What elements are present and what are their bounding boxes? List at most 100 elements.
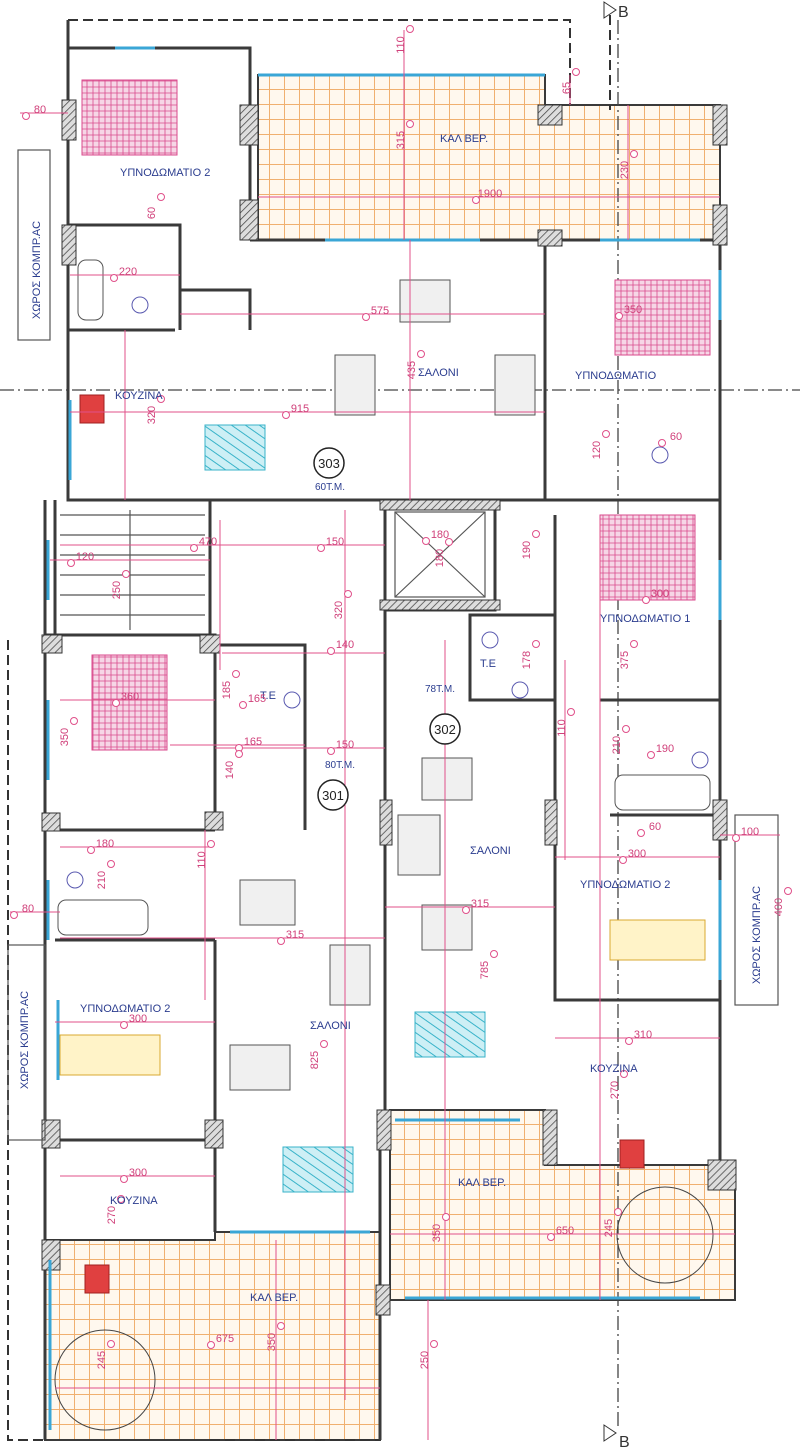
toilet (691, 751, 709, 769)
section-marker-label: B (618, 4, 629, 21)
dimension-label: 350 (431, 1224, 443, 1242)
dimension-marker (70, 717, 78, 725)
dining-table (282, 1146, 354, 1193)
dimension-marker (619, 856, 627, 864)
windows (46, 46, 722, 1430)
dimension-label: 150 (326, 536, 344, 548)
dimension-label: 65 (561, 82, 573, 94)
section-marker-label: B (619, 1434, 630, 1451)
bathtub (77, 259, 104, 321)
dimension-label: 210 (611, 736, 623, 754)
room-labels: ΥΠΝΟΔΩΜΑΤΙΟ 2 ΚΑΛ ΒΕΡ. ΧΩΡΟΣ ΚΟΜΠΡ.AC ΣΑΛΟΝ… (19, 133, 763, 1304)
dimension-marker (277, 1322, 285, 1330)
dimension-label: 785 (479, 961, 491, 979)
dimension-label: 250 (111, 581, 123, 599)
dimension-label: 320 (333, 601, 345, 619)
dimension-marker (406, 120, 414, 128)
room-label: ΣΑΛΟΝΙ (418, 367, 459, 379)
dimension-marker (572, 68, 580, 76)
dimension-label: 180 (431, 529, 449, 541)
dimension-marker (622, 725, 630, 733)
room-label: ΚΑΛ ΒΕΡ. (458, 1177, 506, 1189)
single-bed (609, 919, 706, 961)
dimension-marker (327, 647, 335, 655)
dimension-marker (472, 196, 480, 204)
dimension-marker (547, 1233, 555, 1241)
section-marker-bottom: B (603, 1424, 630, 1451)
dimension-label: 320 (146, 406, 158, 424)
unit-area: 78Τ.Μ. (425, 684, 455, 695)
dimension-label: 825 (309, 1051, 321, 1069)
dimension-marker (490, 950, 498, 958)
toilet (131, 296, 149, 314)
dimension-marker (462, 906, 470, 914)
ac-space-left (7, 944, 46, 1141)
dimension-marker (567, 708, 575, 716)
room-label: ΧΩΡΟΣ ΚΟΜΠΡ.AC (19, 991, 31, 1089)
unit-number-circle (313, 447, 345, 479)
bed (599, 514, 696, 601)
dimension-label: 245 (603, 1219, 615, 1237)
unit-number-circle (429, 713, 461, 745)
unit-number-circle (317, 779, 349, 811)
balcony-bottom-right (389, 1109, 736, 1301)
dimension-marker (120, 1021, 128, 1029)
dimension-marker (122, 570, 130, 578)
dimension-label: 80 (34, 104, 46, 116)
dimension-label: 400 (773, 898, 785, 916)
dimension-marker (235, 750, 243, 758)
dimension-marker (532, 640, 540, 648)
dimension-marker (445, 538, 453, 546)
dimension-label: 140 (336, 639, 354, 651)
dimension-marker (422, 537, 430, 545)
dimension-label: 60 (146, 207, 158, 219)
bathtub (614, 774, 711, 811)
dimension-label: 110 (196, 851, 208, 869)
dimension-labels: 1106531523019008060220575915320435350120… (22, 36, 785, 1369)
dimension-marker (112, 699, 120, 707)
dimension-marker (10, 911, 18, 919)
single-bed (59, 1034, 161, 1076)
lift (394, 511, 486, 598)
bed (81, 79, 178, 156)
dimension-marker (630, 640, 638, 648)
dimension-marker (107, 1340, 115, 1348)
dimension-label: 1900 (478, 188, 502, 200)
unit-number: 302 (434, 722, 456, 737)
dining-table (414, 1011, 486, 1058)
unit-number: 303 (318, 456, 340, 471)
dimension-marker (320, 1040, 328, 1048)
dimension-label: 915 (291, 403, 309, 415)
room-label: ΣΑΛΟΝΙ (310, 1020, 351, 1032)
dimension-label: 650 (556, 1225, 574, 1237)
dimension-label: 120 (591, 441, 603, 459)
room-label: ΥΠΝΟΔΩΜΑΤΙΟ 2 (80, 1003, 170, 1015)
dimension-label: 165 (248, 693, 266, 705)
dimension-label: 310 (634, 1029, 652, 1041)
dimension-marker (614, 1208, 622, 1216)
ac-space-right (734, 814, 779, 1006)
toilet (511, 681, 529, 699)
structural-columns (41, 99, 737, 1316)
sofa (329, 944, 371, 1006)
toilet (651, 446, 669, 464)
dimension-marker (602, 430, 610, 438)
room-label: ΚΟΥΖΙΝΑ (115, 390, 163, 402)
dimension-marker (117, 1195, 125, 1203)
toilet (66, 871, 84, 889)
dimension-label: 60 (649, 821, 661, 833)
dimension-label: 350 (624, 304, 642, 316)
unit-area: 80Τ.Μ. (325, 760, 355, 771)
dimension-marker (157, 395, 165, 403)
dimension-label: 675 (216, 1333, 234, 1345)
dimension-marker (190, 544, 198, 552)
dimension-label: 178 (521, 651, 533, 669)
sofa (229, 1044, 291, 1091)
dimension-marker (317, 544, 325, 552)
dimension-label: 300 (129, 1013, 147, 1025)
dimension-marker (277, 937, 285, 945)
dimension-marker (120, 1175, 128, 1183)
bed (614, 279, 711, 356)
dimension-marker (406, 25, 414, 33)
